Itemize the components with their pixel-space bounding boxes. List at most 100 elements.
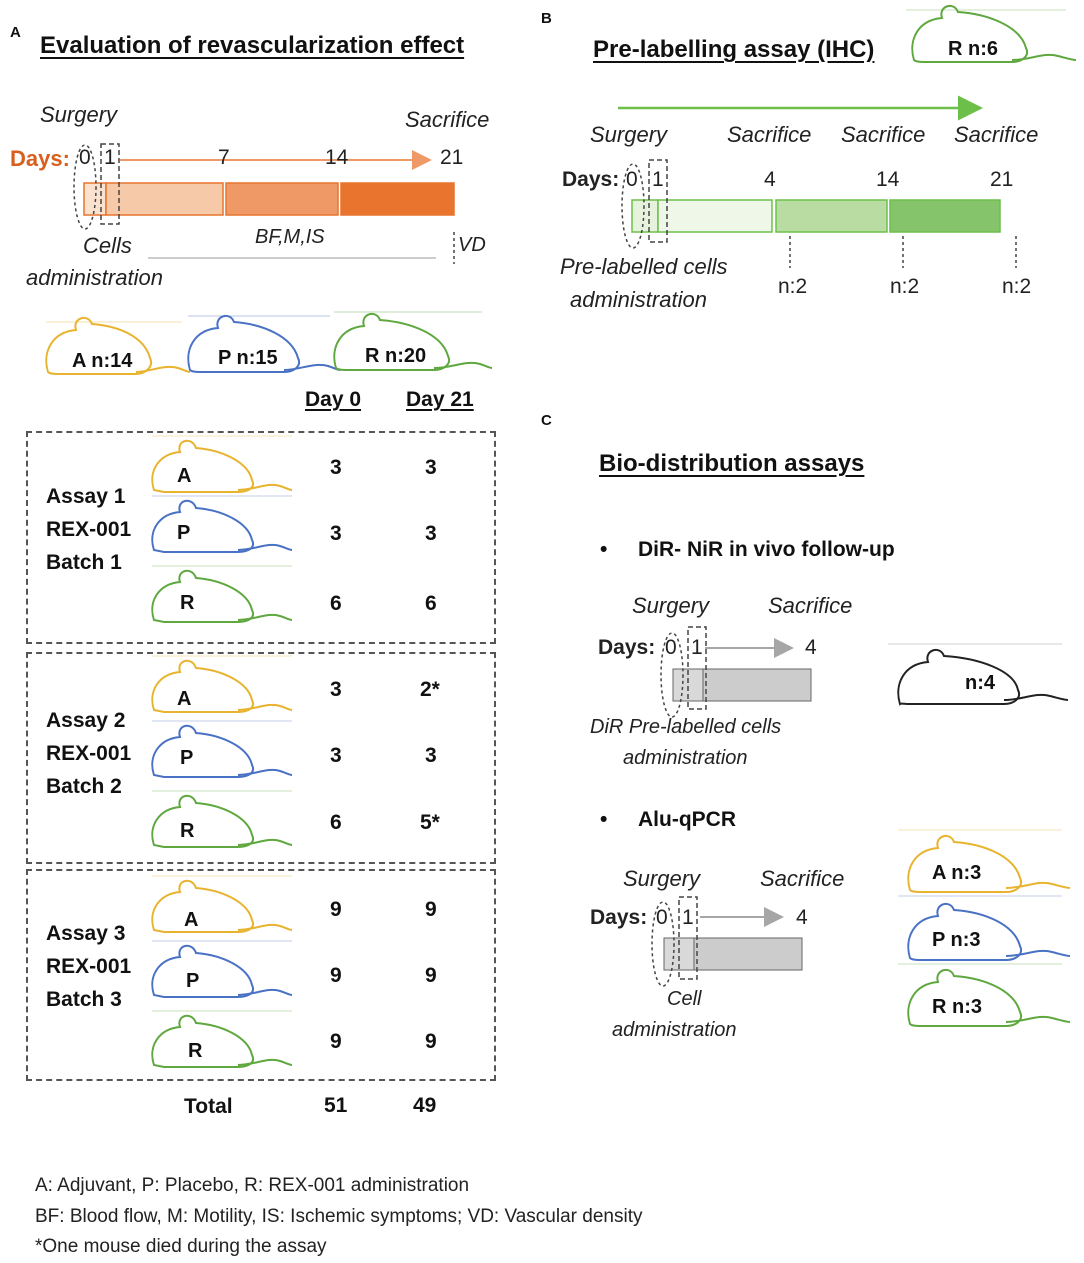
- assay-mice: [151, 435, 293, 1068]
- timeline-c1-day1-box: [687, 626, 707, 710]
- header-mouse-p-label: P n:15: [218, 347, 278, 369]
- panel-b-n-3: n:2: [1002, 275, 1032, 298]
- assay-2-box: [26, 652, 496, 864]
- panel-a-tick-21: 21: [440, 146, 464, 169]
- assay-1-r-day21: 6: [425, 592, 437, 615]
- assay-2-line3: Batch 2: [46, 775, 122, 798]
- panel-b-admin-2: administration: [570, 287, 707, 312]
- panel-c-bullet-1-glyph: •: [600, 538, 608, 561]
- assay-1-r-day0: 6: [330, 592, 342, 615]
- assay-1-label: Assay 1 REX-001 Batch 1: [46, 480, 131, 579]
- assay-2-a-day0: 3: [330, 678, 342, 701]
- assay-2-r-day21: 5*: [420, 811, 440, 834]
- assay-1-mouse-r-label: R: [180, 592, 195, 614]
- mouse-c-alu-p: [898, 895, 1071, 961]
- assay-1-p-day21: 3: [425, 522, 437, 545]
- assay-3-a-day0: 9: [330, 898, 342, 921]
- mouse-c-dir: [888, 643, 1069, 706]
- panel-c-alu-tick-0: 0: [656, 906, 668, 929]
- panel-b-letter: B: [541, 10, 552, 27]
- assay-3-line2: REX-001: [46, 955, 132, 978]
- panel-b-surgery-label: Surgery: [590, 122, 668, 147]
- assay-1-box: [26, 431, 496, 644]
- panel-b-tick-21: 21: [990, 168, 1014, 191]
- timeline-b-bar-1: [657, 199, 773, 233]
- header-mouse-a-label: A n:14: [72, 350, 133, 372]
- assay-2-mouse-a: [151, 655, 293, 713]
- panel-c-dir-sacrifice: Sacrifice: [768, 593, 853, 618]
- assay-3-line3: Batch 3: [46, 988, 122, 1011]
- panel-b-title: Pre-labelling assay (IHC): [593, 36, 875, 63]
- timeline-a-bar-1: [105, 182, 224, 216]
- timeline-c1-day0-oval: [660, 632, 684, 718]
- panel-c-letter: C: [541, 412, 552, 429]
- panel-c-alu-tick-4: 4: [796, 906, 808, 929]
- legend-line-1: A: Adjuvant, P: Placebo, R: REX-001 admi…: [35, 1175, 470, 1196]
- assay-2-a-day21: 2*: [420, 678, 440, 701]
- panel-a-cells-admin-1: Cells: [83, 233, 132, 258]
- panel-b-sacrifice-3: Sacrifice: [954, 122, 1039, 147]
- col-head-day21: Day 21: [406, 388, 474, 411]
- mouse-c-alu-a: [898, 829, 1071, 893]
- panel-a-measures-label: BF,M,IS: [255, 226, 325, 248]
- assay-2-label: Assay 2 REX-001 Batch 2: [46, 704, 131, 803]
- panel-a-cells-admin-2: administration: [26, 265, 163, 290]
- panel-b-days-label: Days:: [562, 168, 620, 191]
- panel-a-letter: A: [10, 24, 21, 41]
- assay-2-r-day0: 6: [330, 811, 342, 834]
- assay-1-p-day0: 3: [330, 522, 342, 545]
- col-head-day0: Day 0: [305, 388, 362, 411]
- assay-1-mouse-a-label: A: [177, 465, 192, 487]
- panel-c-title: Bio-distribution assays: [599, 450, 865, 477]
- assay-3-r-day21: 9: [425, 1030, 437, 1053]
- assay-3-line1: Assay 3: [46, 922, 126, 945]
- panel-c-dir-admin-2: administration: [623, 747, 748, 769]
- panel-b-mouse-label: R n:6: [948, 38, 998, 60]
- assay-2-line1: Assay 2: [46, 709, 126, 732]
- timeline-b-day0-oval: [621, 163, 645, 249]
- panel-b-sacrifice-1: Sacrifice: [727, 122, 812, 147]
- panel-a-tick-7: 7: [218, 146, 230, 169]
- legend-line-3: *One mouse died during the assay: [35, 1236, 327, 1257]
- assay-2-mouse-r-label: R: [180, 820, 195, 842]
- assay-3-a-day21: 9: [425, 898, 437, 921]
- assay-3-r-day0: 9: [330, 1030, 342, 1053]
- panel-a-tick-1: 1: [104, 146, 116, 169]
- assay-1-mouse-a: [151, 435, 293, 493]
- assay-1-line2: REX-001: [46, 518, 132, 541]
- panel-b-tick-1: 1: [652, 168, 664, 191]
- panel-c-dir-admin-1: DiR Pre-labelled cells: [590, 716, 782, 738]
- panel-c-dir-tick-1: 1: [691, 636, 703, 659]
- panel-a-vd-label: VD: [458, 234, 486, 256]
- panel-c-dir-surgery: Surgery: [632, 593, 710, 618]
- assay-2-mouse-p: [151, 720, 293, 778]
- panel-b-admin-1: Pre-labelled cells: [560, 254, 728, 279]
- assay-3-p-day21: 9: [425, 964, 437, 987]
- timeline-c1-bar-1: [702, 668, 812, 702]
- panel-c-alu-tick-1: 1: [682, 906, 694, 929]
- assay-2-line2: REX-001: [46, 742, 132, 765]
- timeline-b-bar-3: [889, 199, 1001, 233]
- assay-3-p-day0: 9: [330, 964, 342, 987]
- panel-a-tick-14: 14: [325, 146, 349, 169]
- panel-c-bullet-2: Alu-qPCR: [638, 808, 736, 831]
- total-day21: 49: [413, 1094, 437, 1117]
- assay-1-line1: Assay 1: [46, 485, 126, 508]
- panel-b-tick-0: 0: [626, 168, 638, 191]
- panel-b-n-2: n:2: [890, 275, 920, 298]
- total-day0: 51: [324, 1094, 348, 1117]
- panel-a-tick-0: 0: [79, 146, 91, 169]
- panel-b-sacrifice-2: Sacrifice: [841, 122, 926, 147]
- assay-1-mouse-p-label: P: [177, 522, 191, 544]
- timeline-a-bar-3: [340, 182, 455, 216]
- assay-3-mouse-p-label: P: [186, 970, 200, 992]
- panel-b-tick-4: 4: [764, 168, 776, 191]
- assay-3-box: [26, 869, 496, 1081]
- timeline-c2-bar-1: [693, 937, 803, 971]
- panel-a-days-label: Days:: [10, 146, 70, 171]
- panel-c-bullet-2-glyph: •: [600, 808, 608, 831]
- assay-3-mouse-p: [151, 940, 293, 998]
- total-label: Total: [184, 1095, 233, 1118]
- panel-a-surgery-label: Surgery: [40, 102, 118, 127]
